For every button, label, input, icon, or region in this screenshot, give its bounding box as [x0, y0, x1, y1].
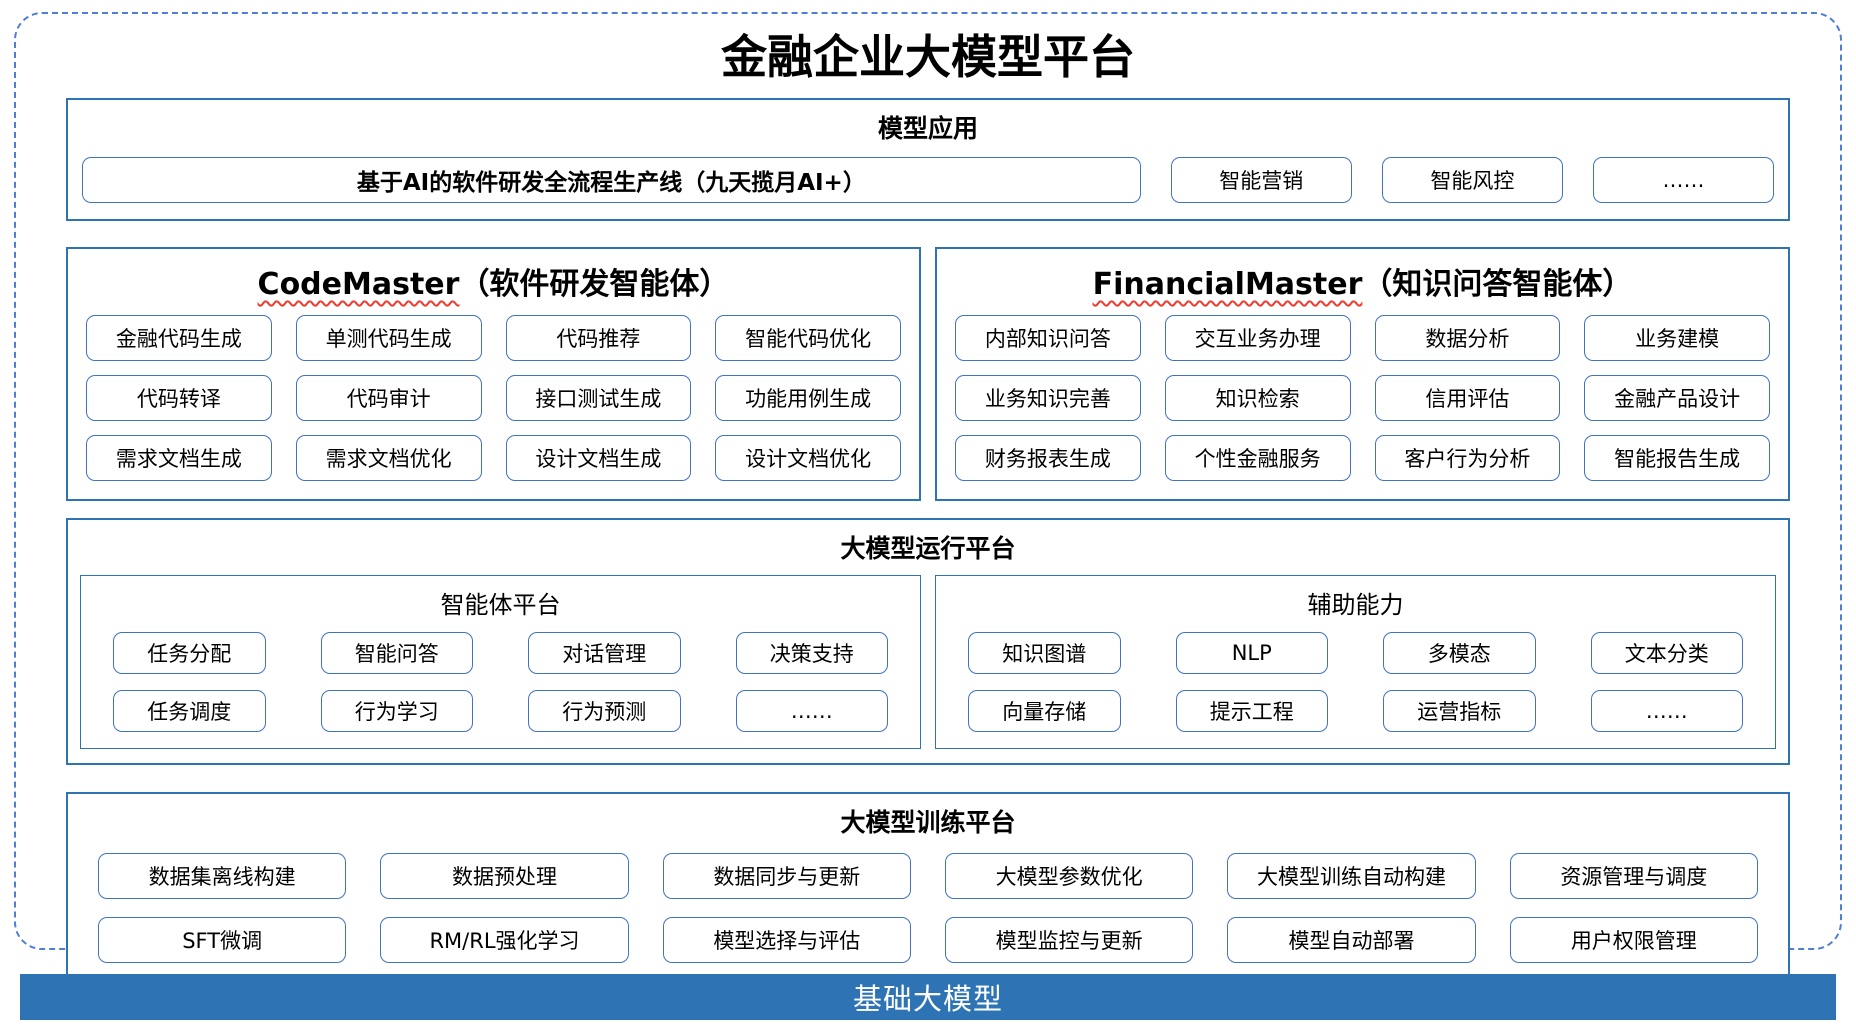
capability-item: 模型自动部署	[1227, 917, 1476, 964]
capability-item: 金融产品设计	[1584, 375, 1770, 422]
group-agent-platform: 智能体平台 任务分配 智能问答 对话管理 决策支持 任务调度 行为学习 行为预测…	[80, 575, 921, 750]
capability-item: 行为预测	[528, 690, 681, 733]
codemaster-name: CodeMaster	[257, 267, 460, 303]
app-item: 智能营销	[1170, 157, 1352, 204]
codemaster-suffix: （软件研发智能体）	[459, 267, 730, 303]
capability-item: 数据预处理	[380, 853, 629, 900]
section-training-platform: 大模型训练平台 数据集离线构建 数据预处理 数据同步与更新 大模型参数优化 大模…	[66, 792, 1790, 988]
capability-item: 单测代码生成	[295, 315, 482, 362]
capability-item: 智能问答	[320, 632, 473, 675]
capability-item: 功能用例生成	[715, 375, 901, 422]
capability-item: 财务报表生成	[955, 435, 1141, 482]
card-financialmaster: FinancialMaster（知识问答智能体） 内部知识问答 交互业务办理 数…	[935, 247, 1790, 502]
capability-item: RM/RL强化学习	[380, 917, 629, 964]
capability-item: 设计文档生成	[505, 435, 692, 482]
model-applications-header: 模型应用	[877, 114, 978, 144]
capability-item: 模型选择与评估	[662, 917, 911, 964]
platform-diagram-container: 金融企业大模型平台 模型应用 基于AI的软件研发全流程生产线（九天揽月AI+） …	[14, 12, 1842, 988]
financialmaster-name: FinancialMaster	[1092, 267, 1363, 303]
capability-item: 任务分配	[113, 632, 266, 675]
training-header: 大模型训练平台	[840, 808, 1016, 838]
foundation-model-bar: 基础大模型	[20, 974, 1836, 1020]
capability-item-ellipsis: ……	[735, 690, 888, 733]
capability-item: 内部知识问答	[955, 315, 1141, 362]
capability-item: 向量存储	[968, 690, 1121, 733]
capability-item: 大模型参数优化	[944, 853, 1194, 900]
app-item: 智能风控	[1381, 157, 1563, 204]
capability-item: 数据集离线构建	[98, 853, 347, 900]
agent-platform-title: 智能体平台	[440, 591, 561, 620]
capability-item: 知识检索	[1164, 375, 1351, 422]
capability-item: 模型监控与更新	[944, 917, 1194, 964]
capability-item: 接口测试生成	[505, 375, 692, 422]
card-codemaster: CodeMaster（软件研发智能体） 金融代码生成 单测代码生成 代码推荐 智…	[66, 247, 921, 502]
capability-item: 金融代码生成	[86, 315, 272, 362]
capability-item: 文本分类	[1590, 632, 1743, 675]
capability-item: 大模型训练自动构建	[1227, 853, 1476, 900]
capability-item: 多模态	[1383, 632, 1536, 675]
capability-item: 代码推荐	[505, 315, 692, 362]
app-pipeline-item: 基于AI的软件研发全流程生产线（九天揽月AI+）	[82, 157, 1141, 204]
capability-item: 资源管理与调度	[1509, 853, 1758, 900]
capability-item: 代码转译	[86, 375, 272, 422]
codemaster-header: CodeMaster（软件研发智能体）	[68, 249, 919, 311]
auxiliary-capabilities-title: 辅助能力	[1307, 591, 1404, 620]
runtime-groups: 智能体平台 任务分配 智能问答 对话管理 决策支持 任务调度 行为学习 行为预测…	[68, 565, 1788, 763]
capability-item-ellipsis: ……	[1590, 690, 1743, 733]
capability-item: 需求文档生成	[86, 435, 272, 482]
page-title: 金融企业大模型平台	[721, 30, 1135, 84]
capability-item: 信用评估	[1374, 375, 1561, 422]
capability-item: 智能代码优化	[715, 315, 901, 362]
capability-item: 数据分析	[1374, 315, 1561, 362]
capability-item: 代码审计	[295, 375, 482, 422]
agent-platform-items: 任务分配 智能问答 对话管理 决策支持 任务调度 行为学习 行为预测 ……	[81, 628, 920, 733]
capability-item: 业务建模	[1584, 315, 1770, 362]
capability-item: 需求文档优化	[295, 435, 482, 482]
agents-row: CodeMaster（软件研发智能体） 金融代码生成 单测代码生成 代码推荐 智…	[66, 247, 1790, 502]
capability-item: NLP	[1175, 632, 1328, 675]
group-auxiliary-capabilities: 辅助能力 知识图谱 NLP 多模态 文本分类 向量存储 提示工程 运营指标 ……	[935, 575, 1776, 750]
capability-item: 运营指标	[1383, 690, 1536, 733]
model-applications-row: 基于AI的软件研发全流程生产线（九天揽月AI+） 智能营销 智能风控 ……	[68, 145, 1788, 219]
capability-item: 行为学习	[320, 690, 473, 733]
codemaster-items: 金融代码生成 单测代码生成 代码推荐 智能代码优化 代码转译 代码审计 接口测试…	[68, 311, 919, 499]
financialmaster-items: 内部知识问答 交互业务办理 数据分析 业务建模 业务知识完善 知识检索 信用评估…	[937, 311, 1788, 499]
capability-item: 用户权限管理	[1509, 917, 1758, 964]
capability-item: 任务调度	[113, 690, 266, 733]
runtime-header: 大模型运行平台	[840, 534, 1016, 564]
capability-item: 对话管理	[528, 632, 681, 675]
capability-item: 业务知识完善	[955, 375, 1141, 422]
capability-item: 数据同步与更新	[662, 853, 911, 900]
capability-item: 知识图谱	[968, 632, 1121, 675]
auxiliary-capabilities-items: 知识图谱 NLP 多模态 文本分类 向量存储 提示工程 运营指标 ……	[936, 628, 1775, 733]
financialmaster-suffix: （知识问答智能体）	[1362, 267, 1633, 303]
financialmaster-header: FinancialMaster（知识问答智能体）	[937, 249, 1788, 311]
capability-item: 智能报告生成	[1584, 435, 1770, 482]
app-item-ellipsis: ……	[1592, 157, 1774, 204]
capability-item: 决策支持	[735, 632, 888, 675]
capability-item: 设计文档优化	[715, 435, 901, 482]
section-runtime-platform: 大模型运行平台 智能体平台 任务分配 智能问答 对话管理 决策支持 任务调度 行…	[66, 518, 1790, 766]
section-model-applications: 模型应用 基于AI的软件研发全流程生产线（九天揽月AI+） 智能营销 智能风控 …	[66, 98, 1790, 222]
capability-item: 交互业务办理	[1164, 315, 1351, 362]
capability-item: SFT微调	[98, 917, 347, 964]
capability-item: 个性金融服务	[1164, 435, 1351, 482]
capability-item: 客户行为分析	[1374, 435, 1561, 482]
training-items: 数据集离线构建 数据预处理 数据同步与更新 大模型参数优化 大模型训练自动构建 …	[68, 839, 1788, 985]
capability-item: 提示工程	[1175, 690, 1328, 733]
